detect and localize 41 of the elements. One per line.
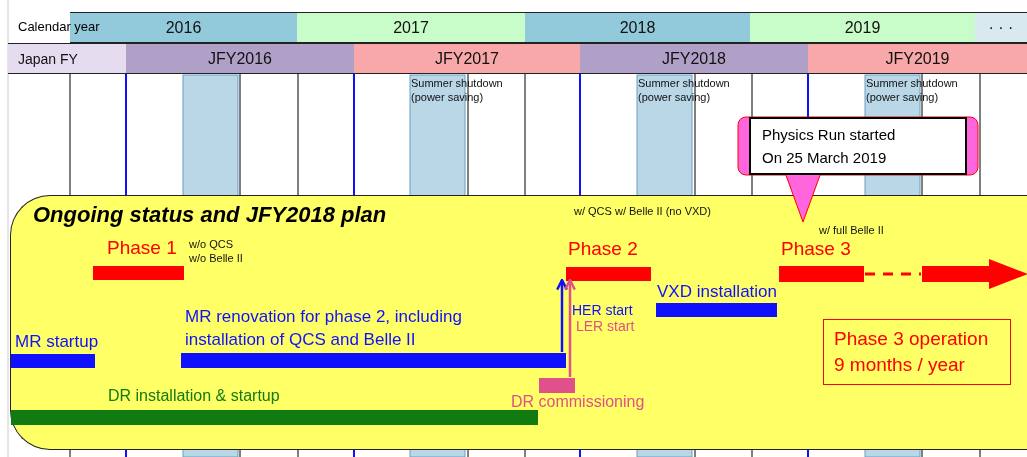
continuation-band: · · · bbox=[975, 12, 1027, 43]
row-heading-band: Japan FY bbox=[8, 43, 126, 74]
fiscal-year-band: JFY2018 bbox=[580, 43, 808, 74]
task-label: MR startup bbox=[15, 331, 99, 353]
fiscal-year-band: JFY2016 bbox=[126, 43, 354, 74]
phase-note: w/ QCS w/ Belle II (no VXD) bbox=[574, 204, 711, 218]
phase-label: Phase 2 bbox=[568, 237, 638, 261]
schedule-arrow-bar bbox=[779, 259, 1027, 289]
year-band: 2019 bbox=[750, 12, 975, 43]
fiscal-year-band: JFY2019 bbox=[808, 43, 1027, 74]
phase-label: Phase 3 bbox=[781, 237, 851, 261]
arrow bbox=[556, 278, 568, 352]
note-text: Phase 3 operation 9 months / year bbox=[834, 327, 990, 377]
task-label: DR commissioning bbox=[511, 392, 645, 412]
schedule-bar bbox=[93, 266, 184, 280]
phase-note: w/o QCS w/o Belle II bbox=[189, 237, 244, 265]
schedule-bar bbox=[11, 410, 538, 425]
edge-label: HER start bbox=[572, 302, 633, 318]
phase-note: w/ full Belle II bbox=[819, 223, 884, 237]
note-box bbox=[823, 319, 1011, 385]
year-band: 2018 bbox=[525, 12, 750, 43]
schedule-bar bbox=[181, 353, 566, 368]
status-panel bbox=[10, 195, 1027, 450]
schedule-bar bbox=[656, 303, 777, 317]
phase-label: Phase 1 bbox=[107, 236, 177, 260]
callout-text: Physics Run started On 25 March 2019 bbox=[762, 125, 897, 168]
schedule-bar bbox=[539, 378, 575, 393]
year-band: 2017 bbox=[297, 12, 525, 43]
schedule-bar bbox=[566, 267, 651, 281]
row-heading: Calendar year bbox=[18, 19, 100, 34]
shutdown-note: Summer shutdown (power saving) bbox=[411, 76, 504, 104]
edge-label: LER start bbox=[576, 318, 635, 334]
task-label: DR installation & startup bbox=[108, 386, 280, 406]
shutdown-note: Summer shutdown (power saving) bbox=[638, 76, 731, 104]
task-label: VXD installation bbox=[657, 281, 777, 303]
fiscal-year-band: JFY2017 bbox=[354, 43, 580, 74]
task-label: MR renovation for phase 2, including installation of QCS and Belle II bbox=[185, 306, 463, 351]
arrow bbox=[564, 278, 576, 377]
panel-title: Ongoing status and JFY2018 plan bbox=[33, 202, 387, 228]
shutdown-note: Summer shutdown (power saving) bbox=[866, 76, 959, 104]
schedule-bar bbox=[11, 354, 95, 368]
